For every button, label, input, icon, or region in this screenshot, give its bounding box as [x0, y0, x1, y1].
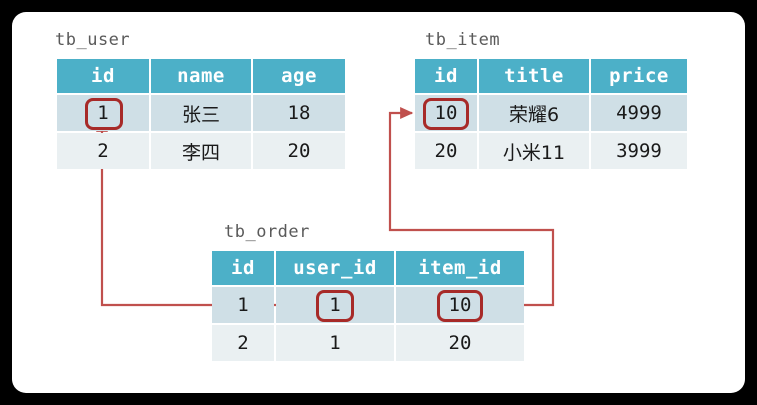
- cell-user-age: 18: [253, 95, 345, 131]
- table-title-tb-user: tb_user: [55, 30, 131, 50]
- column-header-age: age: [253, 59, 345, 93]
- table-row: 1 1 10: [212, 287, 524, 323]
- cell-value: 1: [97, 102, 109, 124]
- cell-item-price: 4999: [591, 95, 687, 131]
- diagram-canvas: tb_user id name age 1: [12, 12, 745, 393]
- table-header-row: id title price: [415, 59, 687, 93]
- relation-line-order-item: [388, 107, 555, 307]
- cell-value: 10: [448, 294, 472, 316]
- column-header-price: price: [591, 59, 687, 93]
- cell-item-id: 10: [415, 95, 477, 131]
- cell-value: 10: [434, 102, 458, 124]
- column-header-user-id: user_id: [276, 251, 394, 285]
- column-header-item-id: item_id: [396, 251, 524, 285]
- cell-user-id: 2: [57, 133, 149, 169]
- cell-item-price: 3999: [591, 133, 687, 169]
- cell-order-item-id: 20: [396, 325, 524, 361]
- cell-user-name: 李四: [151, 133, 251, 169]
- table-header-row: id name age: [57, 59, 345, 93]
- column-header-id: id: [415, 59, 477, 93]
- column-header-name: name: [151, 59, 251, 93]
- cell-user-name: 张三: [151, 95, 251, 131]
- column-header-title: title: [479, 59, 589, 93]
- cell-order-user-id: 1: [276, 325, 394, 361]
- table-row: 2 1 20: [212, 325, 524, 361]
- tb-user-table: id name age 1 张三 18 2: [55, 57, 347, 171]
- table-row: 1 张三 18: [57, 95, 345, 131]
- column-header-id: id: [57, 59, 149, 93]
- tb-item-table: id title price 10 荣耀6 4999: [413, 57, 689, 171]
- column-header-id: id: [212, 251, 274, 285]
- table-tb-item: tb_item id title price 10: [413, 30, 689, 171]
- cell-order-id: 2: [212, 325, 274, 361]
- table-row: 10 荣耀6 4999: [415, 95, 687, 131]
- cell-item-title: 荣耀6: [479, 95, 589, 131]
- cell-order-user-id: 1: [276, 287, 394, 323]
- table-title-tb-order: tb_order: [224, 222, 310, 242]
- cell-value: 1: [329, 294, 341, 316]
- table-tb-user: tb_user id name age 1: [55, 30, 347, 171]
- cell-order-item-id: 10: [396, 287, 524, 323]
- table-header-row: id user_id item_id: [212, 251, 524, 285]
- table-row: 2 李四 20: [57, 133, 345, 169]
- tb-order-table: id user_id item_id 1 1 10: [210, 249, 526, 363]
- table-title-tb-item: tb_item: [425, 30, 501, 50]
- table-row: 20 小米11 3999: [415, 133, 687, 169]
- cell-user-age: 20: [253, 133, 345, 169]
- cell-order-id: 1: [212, 287, 274, 323]
- cell-user-id: 1: [57, 95, 149, 131]
- cell-item-id: 20: [415, 133, 477, 169]
- cell-item-title: 小米11: [479, 133, 589, 169]
- table-tb-order: tb_order id user_id item_id 1 1: [210, 222, 526, 363]
